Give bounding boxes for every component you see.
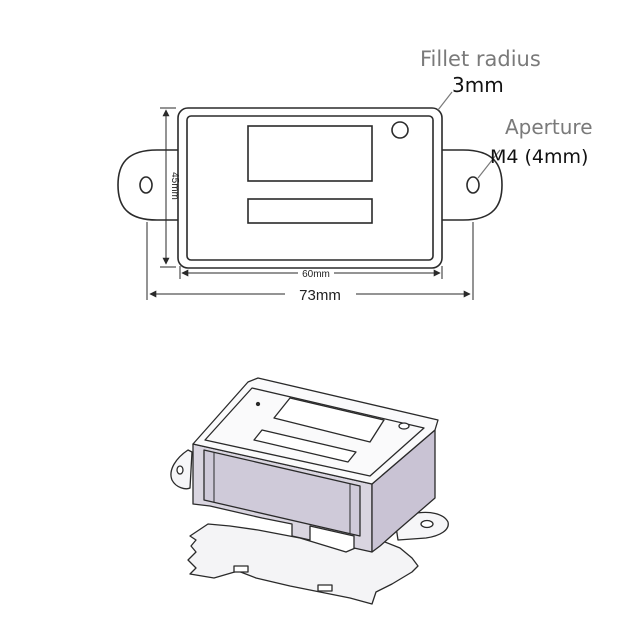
aperture-value: M4 (4mm) — [490, 146, 588, 168]
iso-top-rim — [204, 387, 425, 477]
dimension-outer-width-label: 73mm — [299, 287, 341, 304]
aperture-label: Aperture — [505, 115, 593, 139]
top-view — [117, 107, 503, 269]
dimension-inner-width — [179, 266, 443, 279]
isometric-view — [170, 377, 449, 605]
display-window-large — [247, 125, 373, 182]
dimension-inner-width-label: 60mm — [302, 269, 330, 280]
dimension-outer-width — [146, 222, 474, 300]
left-mounting-ear — [117, 149, 178, 221]
dimension-height-label: 45mm — [169, 172, 180, 200]
housing-outer — [177, 107, 443, 269]
display-window-small — [247, 198, 373, 224]
right-mounting-hole — [466, 176, 480, 194]
fillet-radius-label: Fillet radius — [420, 47, 541, 71]
fillet-radius-value: 3mm — [452, 73, 504, 97]
iso-display-window-large — [273, 397, 385, 443]
dimension-height — [160, 107, 176, 268]
left-mounting-hole — [139, 176, 153, 194]
annotation-leaders — [437, 91, 501, 179]
iso-indicator-led — [398, 422, 410, 430]
bottom-plate-tabs — [233, 565, 333, 592]
housing-inner — [186, 115, 434, 261]
right-mounting-ear — [442, 149, 503, 221]
iso-top-face — [192, 377, 439, 485]
iso-display-window-small — [253, 429, 357, 463]
iso-front-recess — [203, 449, 361, 537]
indicator-led — [391, 121, 409, 139]
